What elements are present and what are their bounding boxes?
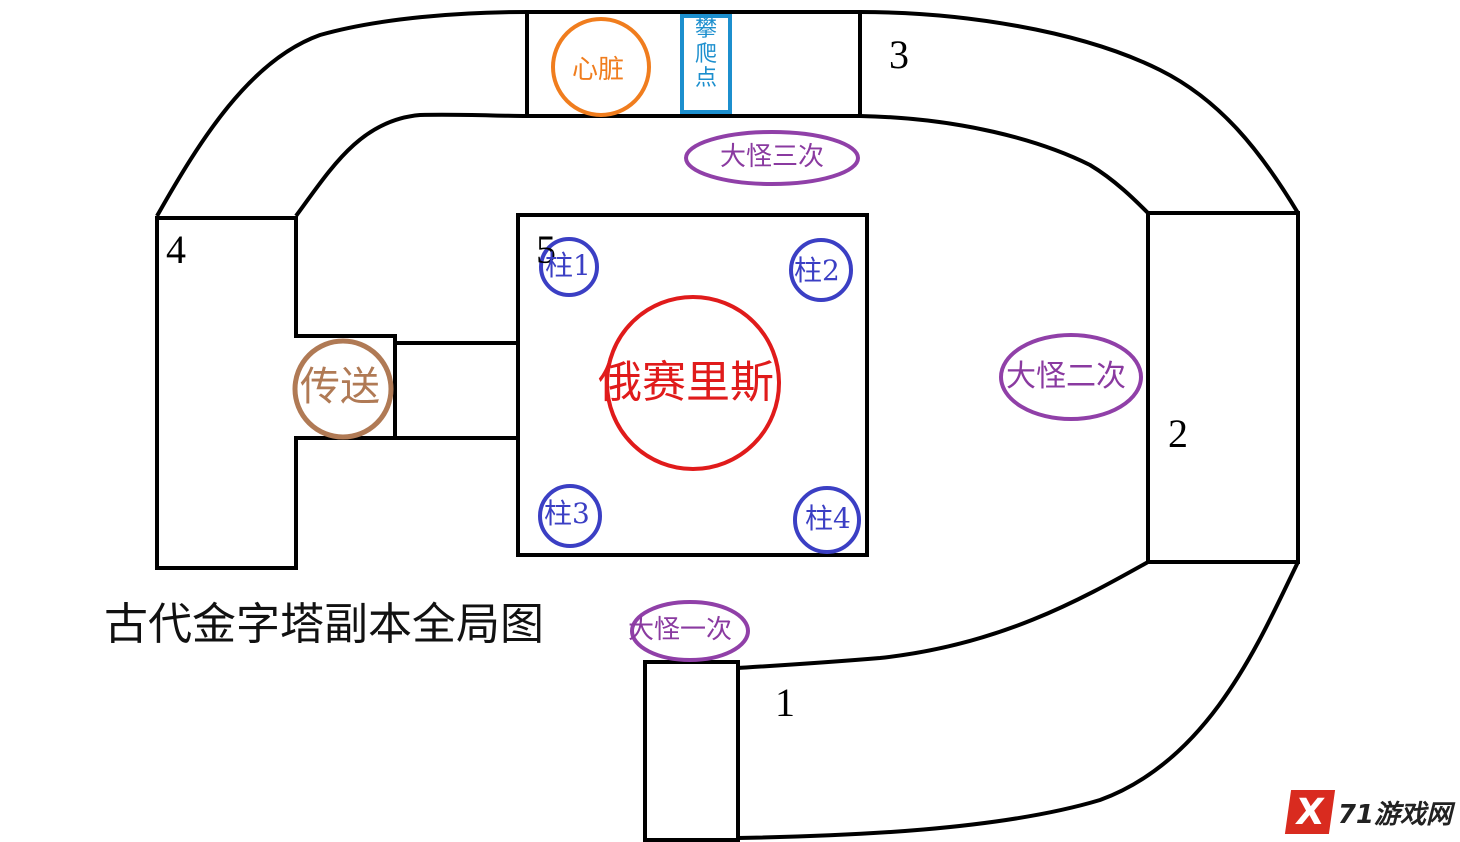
inner-wall-bottom-right — [737, 560, 1149, 670]
outer-wall-top-right — [859, 10, 1300, 215]
rooms — [155, 10, 1300, 842]
pillar-4-label: 柱4 — [805, 502, 851, 535]
pillar-3-circle — [538, 484, 602, 548]
zone-label-5: 5 — [536, 227, 556, 272]
mob-third-ellipse — [684, 130, 860, 186]
pillar-2-circle — [789, 238, 853, 302]
pillar-3-label: 柱3 — [544, 497, 590, 530]
heart-circle — [551, 17, 651, 117]
mob-third-label: 大怪三次 — [720, 142, 825, 172]
outer-wall-top-left — [155, 10, 528, 217]
climb-point-box — [680, 14, 732, 114]
markers — [292, 14, 1143, 662]
inner-wall-top-right — [859, 114, 1150, 215]
mob-first-ellipse — [630, 600, 750, 662]
inner-wall-top-left — [294, 112, 528, 218]
climb-point-label: 攀爬点 — [694, 17, 717, 92]
teleport-label: 传送 — [300, 364, 380, 410]
mob-second-label: 大怪二次 — [1006, 359, 1126, 394]
zone-label-2: 2 — [1168, 411, 1188, 456]
zone-label-1: 1 — [775, 680, 795, 725]
room-2 — [1146, 211, 1300, 564]
zone-label-4: 4 — [166, 227, 186, 272]
pillar-1-label: 柱1 — [545, 249, 591, 282]
pillar-2-label: 柱2 — [794, 254, 840, 287]
pillar-4-circle — [793, 486, 861, 554]
watermark-logo-icon: X — [1284, 790, 1335, 834]
room-5 — [516, 213, 869, 557]
mob-second-ellipse — [999, 333, 1143, 421]
outer-wall-bottom-right — [737, 561, 1300, 840]
connector-bridge — [393, 341, 520, 440]
boss-circle — [605, 295, 781, 471]
teleport-circle — [292, 338, 394, 440]
watermark: X 71游戏网 — [1284, 790, 1452, 834]
map-title: 古代金字塔副本全局图 — [104, 599, 544, 650]
watermark-text: 71游戏网 — [1337, 799, 1452, 830]
pillar-1-circle — [539, 237, 599, 297]
boss-label: 俄赛里斯 — [598, 357, 774, 408]
mob-first-label: 大怪一次 — [628, 615, 733, 645]
heart-label: 心脏 — [572, 55, 625, 85]
room-1 — [643, 660, 740, 842]
zone-label-3: 3 — [889, 32, 909, 77]
corridor-outlines — [155, 10, 1300, 840]
room-3 — [525, 10, 862, 118]
